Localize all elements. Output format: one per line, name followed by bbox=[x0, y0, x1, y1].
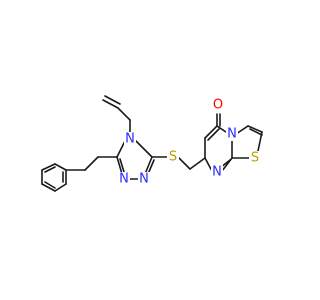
atom-label-n: N bbox=[139, 172, 149, 187]
bond bbox=[207, 128, 220, 141]
atom-labels: N N N S O N N S bbox=[118, 98, 261, 187]
atom-s-thioether: S bbox=[167, 150, 179, 165]
bond bbox=[41, 183, 56, 192]
bond bbox=[44, 181, 56, 189]
atom-n-triazole-4: N bbox=[124, 132, 136, 147]
bond bbox=[177, 156, 191, 170]
atom-label-n: N bbox=[119, 172, 129, 187]
atom-s-thiazole: S bbox=[249, 151, 261, 166]
bond bbox=[116, 140, 126, 158]
structure-svg: N N N S O N N S bbox=[41, 95, 263, 192]
atom-o-carbonyl: O bbox=[212, 98, 224, 113]
bond bbox=[102, 99, 119, 109]
atom-label-s: S bbox=[169, 150, 177, 165]
bonds bbox=[41, 95, 263, 192]
atom-n-pyrimidine: N bbox=[211, 165, 223, 180]
bond bbox=[147, 159, 155, 175]
bond bbox=[119, 158, 125, 173]
bond bbox=[247, 125, 263, 133]
atom-label-s: S bbox=[251, 151, 259, 166]
bond bbox=[204, 157, 213, 172]
bond bbox=[249, 128, 263, 136]
atom-label-n: N bbox=[212, 165, 222, 180]
bond bbox=[257, 131, 263, 152]
bond bbox=[189, 157, 206, 170]
atom-label-n: N bbox=[125, 132, 135, 147]
bond bbox=[84, 156, 99, 171]
bond bbox=[144, 156, 153, 175]
bond bbox=[54, 163, 67, 171]
bond bbox=[104, 95, 121, 105]
atom-n-triazole-1: N bbox=[138, 172, 150, 187]
bond bbox=[117, 107, 131, 121]
atom-label-n: N bbox=[227, 127, 237, 142]
atom-n-triazole-2: N bbox=[118, 172, 130, 187]
bond bbox=[116, 156, 123, 175]
bond bbox=[135, 140, 153, 158]
atom-label-o: O bbox=[213, 98, 223, 113]
bond bbox=[41, 163, 56, 171]
bond bbox=[44, 166, 56, 173]
bond bbox=[204, 125, 218, 139]
bond bbox=[54, 183, 67, 192]
atom-n-fused: N bbox=[226, 127, 238, 142]
molecule-diagram: N N N S O N N S bbox=[41, 95, 263, 192]
